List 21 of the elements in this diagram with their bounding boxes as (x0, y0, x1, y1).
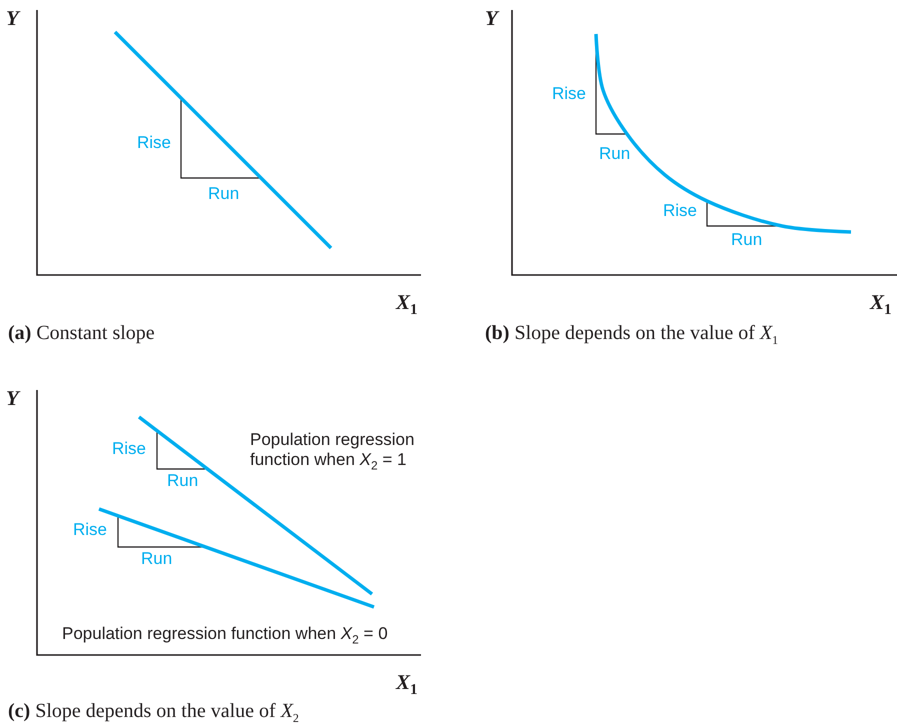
axis-label: X$_{1}$ (870, 290, 892, 320)
axis-label: Y (6, 6, 19, 30)
rise-label: Rise (663, 201, 698, 221)
run-label: Run (731, 230, 762, 250)
rise-label: Rise (112, 439, 146, 459)
run-label: Run (141, 549, 172, 569)
axis-label: Y (485, 6, 498, 30)
axis-label: Y (6, 386, 19, 410)
panel-caption: (b) Slope depends on the value of X$_{1}$ (485, 322, 778, 348)
rise-label: Rise (137, 133, 172, 153)
rise-label: Rise (73, 520, 108, 540)
axis-label: X$_{1}$ (396, 670, 418, 700)
run-label: Run (599, 144, 630, 164)
panel-caption: (c) Slope depends on the value of X$_{2}$ (8, 700, 299, 726)
run-label: Run (167, 471, 198, 491)
rise-label: Rise (552, 84, 586, 104)
axis-label: X$_{1}$ (396, 290, 418, 320)
line-label: Population regression function when X$_{2}$ = 0 (62, 624, 389, 648)
line-label: Population regression function when X$_{2}$ = 1 (250, 430, 416, 473)
panel-caption: (a) Constant slope (8, 322, 155, 345)
run-label: Run (208, 184, 240, 204)
